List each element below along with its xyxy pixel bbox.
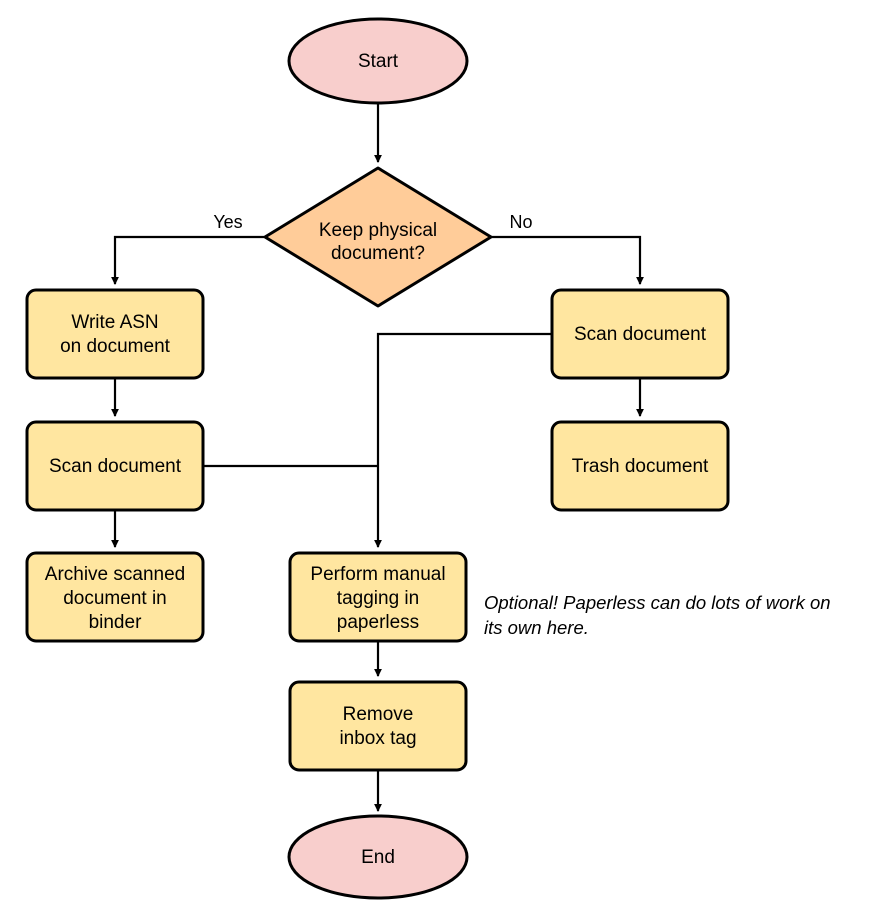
remove-inbox-tag-label-line-1: Remove bbox=[343, 704, 414, 725]
decision-diamond-shape bbox=[263, 166, 493, 308]
optional-note-line-1: Optional! Paperless can do lots of work … bbox=[484, 592, 831, 613]
archive-binder-rect-shape bbox=[25, 551, 205, 643]
edge-label-yes: Yes bbox=[213, 212, 242, 232]
node-archive-scanned-document-in-binder[interactable]: Archive scanned document in binder bbox=[25, 551, 205, 643]
manual-tagging-label-line-1: Perform manual bbox=[310, 564, 445, 585]
trash-document-label: Trash document bbox=[572, 456, 709, 477]
edge-decision-no bbox=[491, 235, 644, 286]
edge-scanright-to-tagging bbox=[374, 332, 552, 549]
start-ellipse-shape bbox=[287, 17, 469, 105]
edge-labels-layer: Yes No bbox=[213, 212, 532, 232]
manual-tagging-label-line-2: tagging in bbox=[337, 588, 419, 609]
node-end[interactable]: End bbox=[287, 814, 469, 900]
node-perform-manual-tagging[interactable]: Perform manual tagging in paperless bbox=[288, 551, 468, 643]
scan-document-right-label: Scan document bbox=[574, 324, 707, 345]
decision-label-line-2: document? bbox=[331, 243, 425, 264]
end-ellipse-shape bbox=[287, 814, 469, 900]
end-label: End bbox=[361, 847, 395, 868]
node-start[interactable]: Start bbox=[287, 17, 469, 105]
scan-document-left-label: Scan document bbox=[49, 456, 182, 477]
trash-document-rect-shape bbox=[550, 420, 730, 512]
node-trash-document[interactable]: Trash document bbox=[550, 420, 730, 512]
write-asn-label-line-2: on document bbox=[60, 336, 171, 357]
archive-binder-label-line-2: document in bbox=[63, 588, 167, 609]
edges-layer bbox=[111, 104, 644, 813]
node-remove-inbox-tag[interactable]: Remove inbox tag bbox=[288, 680, 468, 772]
edge-label-no: No bbox=[509, 212, 532, 232]
annotation-optional-note: Optional! Paperless can do lots of work … bbox=[484, 592, 831, 638]
write-asn-rect-shape bbox=[25, 288, 205, 380]
remove-inbox-tag-rect-shape bbox=[288, 680, 468, 772]
write-asn-label-line-1: Write ASN bbox=[71, 312, 158, 333]
manual-tagging-rect-shape bbox=[288, 551, 468, 643]
edge-decision-yes bbox=[111, 235, 264, 286]
node-scan-document-right[interactable]: Scan document bbox=[550, 288, 730, 380]
archive-binder-label-line-3: binder bbox=[89, 612, 142, 633]
decision-label-line-1: Keep physical bbox=[319, 220, 437, 241]
remove-inbox-tag-label-line-2: inbox tag bbox=[339, 728, 416, 749]
node-keep-physical-document[interactable]: Keep physical document? bbox=[263, 166, 493, 308]
start-label: Start bbox=[358, 51, 399, 72]
manual-tagging-label-line-3: paperless bbox=[337, 612, 419, 633]
scan-document-right-rect-shape bbox=[550, 288, 730, 380]
node-scan-document-left[interactable]: Scan document bbox=[25, 420, 205, 512]
node-write-asn-on-document[interactable]: Write ASN on document bbox=[25, 288, 205, 380]
scan-document-left-rect-shape bbox=[25, 420, 205, 512]
archive-binder-label-line-1: Archive scanned bbox=[45, 564, 185, 585]
optional-note-line-2: its own here. bbox=[484, 617, 589, 638]
